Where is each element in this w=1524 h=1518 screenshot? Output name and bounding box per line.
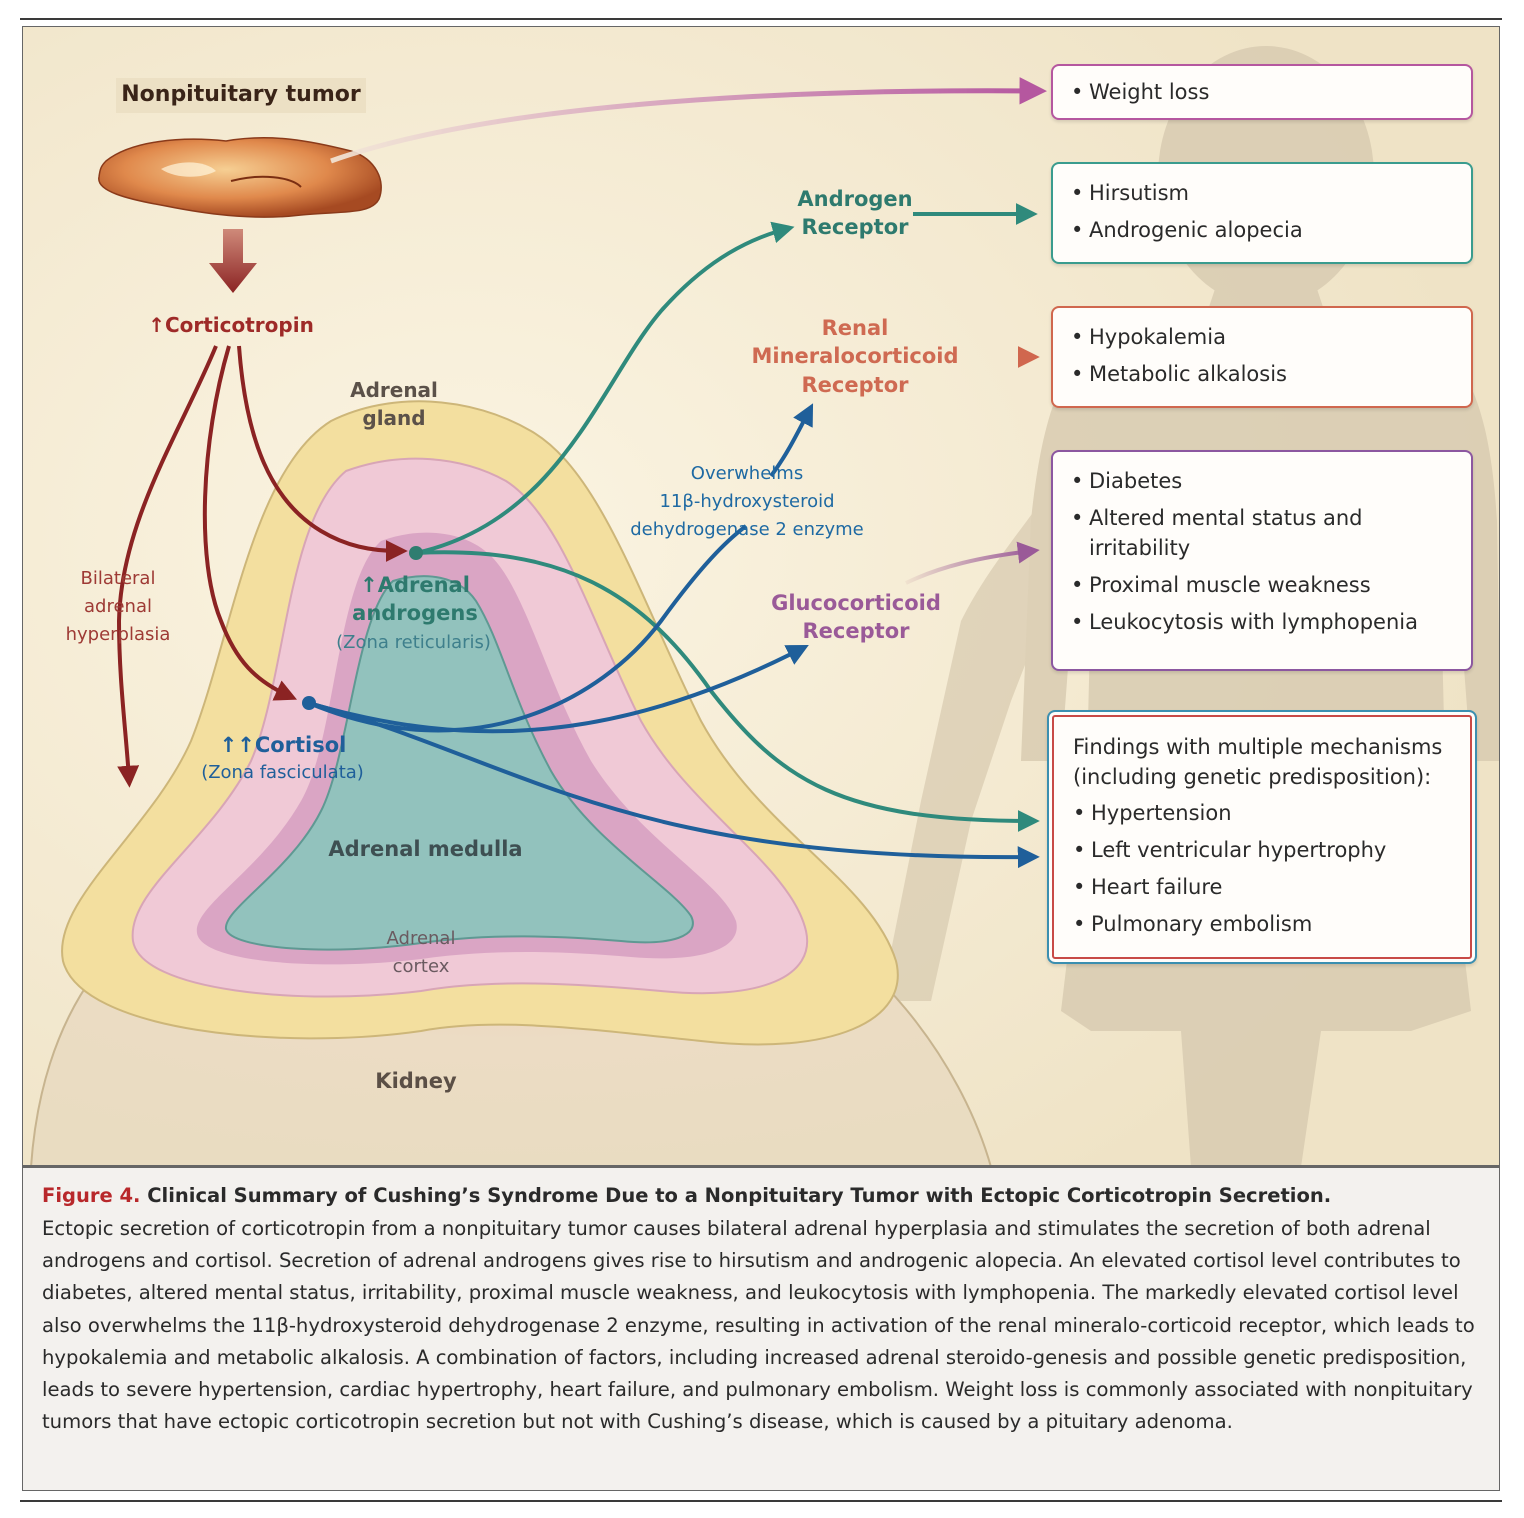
adrenal-medulla-core bbox=[224, 575, 694, 951]
arrow-tumor-to-corticotropin bbox=[209, 229, 257, 293]
list-item: Altered mental status and irritability bbox=[1071, 503, 1455, 563]
list-item: Hypokalemia bbox=[1071, 322, 1455, 352]
arrow-glucocorticoid-to-effects bbox=[905, 541, 1040, 585]
arrow-cortisol-to-overwhelms bbox=[308, 524, 748, 733]
list-item: Pulmonary embolism bbox=[1073, 909, 1457, 939]
caption-body: Ectopic secretion of corticotropin from … bbox=[42, 1217, 1475, 1434]
androgen-effects-box: Hirsutism Androgenic alopecia bbox=[1051, 162, 1473, 264]
list-item: Weight loss bbox=[1071, 77, 1455, 107]
arrow-overwhelms-to-renal-receptor bbox=[769, 403, 814, 478]
zona-fasciculata-label: (Zona fasciculata) bbox=[201, 762, 364, 783]
list-item: Hirsutism bbox=[1071, 178, 1455, 208]
adrenal-androgens-label: ↑Adrenal androgens bbox=[352, 573, 478, 626]
multiple-heading: Findings with multiple mechanisms (inclu… bbox=[1073, 735, 1443, 789]
top-rule bbox=[20, 18, 1502, 20]
tumor-illustration bbox=[98, 137, 382, 218]
adrenal-gland-label: Adrenal gland bbox=[350, 378, 438, 430]
adrenal-cortex-label: Adrenal cortex bbox=[386, 928, 456, 977]
zona-reticularis-label: (Zona reticularis) bbox=[336, 632, 491, 653]
list-item: Diabetes bbox=[1071, 466, 1455, 496]
multiple-mechanisms-box: Findings with multiple mechanisms (inclu… bbox=[1047, 710, 1477, 964]
corticotropin-label: ↑Corticotropin bbox=[148, 313, 314, 337]
list-item: Leukocytosis with lymphopenia bbox=[1071, 607, 1455, 637]
cortisol-source-dot bbox=[302, 696, 316, 710]
arrow-androgens-to-receptor bbox=[415, 221, 795, 555]
arrow-cortisol-to-glucocorticoid bbox=[308, 644, 809, 734]
illustration-panel: Nonpituitary tumor ↑Corticotropin Bilate… bbox=[22, 26, 1500, 1166]
cortisol-label: ↑↑Cortisol bbox=[219, 733, 347, 757]
list-item: Androgenic alopecia bbox=[1071, 215, 1455, 245]
list-item: Proximal muscle weakness bbox=[1071, 570, 1455, 600]
list-item: Heart failure bbox=[1073, 872, 1457, 902]
bilateral-hyperplasia-label: Bilateral adrenal hyperplasia bbox=[65, 568, 171, 645]
list-item: Hypertension bbox=[1073, 798, 1457, 828]
overwhelms-enzyme-label: Overwhelms 11β-hydroxysteroid dehydrogen… bbox=[630, 463, 864, 540]
weight-loss-box: Weight loss bbox=[1051, 64, 1473, 120]
bottom-rule bbox=[20, 1500, 1502, 1502]
androgen-receptor-label: Androgen Receptor bbox=[797, 187, 913, 240]
renal-receptor-label: Renal Mineralocorticoid Receptor bbox=[751, 316, 959, 397]
androgen-source-dot bbox=[409, 546, 423, 560]
glucocorticoid-receptor-label: Glucocorticoid Receptor bbox=[771, 591, 941, 644]
arrow-tumor-to-weight-loss bbox=[330, 77, 1047, 164]
caption-heading: Figure 4. Clinical Summary of Cushing’s … bbox=[42, 1184, 1479, 1207]
figure-number: Figure 4. bbox=[42, 1184, 141, 1207]
glucocorticoid-effects-box: Diabetes Altered mental status and irrit… bbox=[1051, 450, 1473, 671]
arrow-to-androgens bbox=[237, 345, 408, 562]
kidney-label: Kidney bbox=[375, 1069, 457, 1093]
mineralocorticoid-effects-box: Hypokalemia Metabolic alkalosis bbox=[1051, 306, 1473, 408]
arrow-to-bilateral-hyperplasia bbox=[116, 345, 218, 788]
tumor-label: Nonpituitary tumor bbox=[116, 78, 366, 113]
arrow-to-cortisol bbox=[202, 345, 298, 701]
list-item: Metabolic alkalosis bbox=[1071, 359, 1455, 389]
figure-caption: Figure 4. Clinical Summary of Cushing’s … bbox=[22, 1166, 1500, 1491]
arrow-cortisol-to-multiple-findings bbox=[308, 701, 1040, 869]
caption-title: Clinical Summary of Cushing’s Syndrome D… bbox=[147, 1184, 1332, 1207]
list-item: Left ventricular hypertrophy bbox=[1073, 835, 1457, 865]
adrenal-medulla-label: Adrenal medulla bbox=[328, 837, 523, 861]
